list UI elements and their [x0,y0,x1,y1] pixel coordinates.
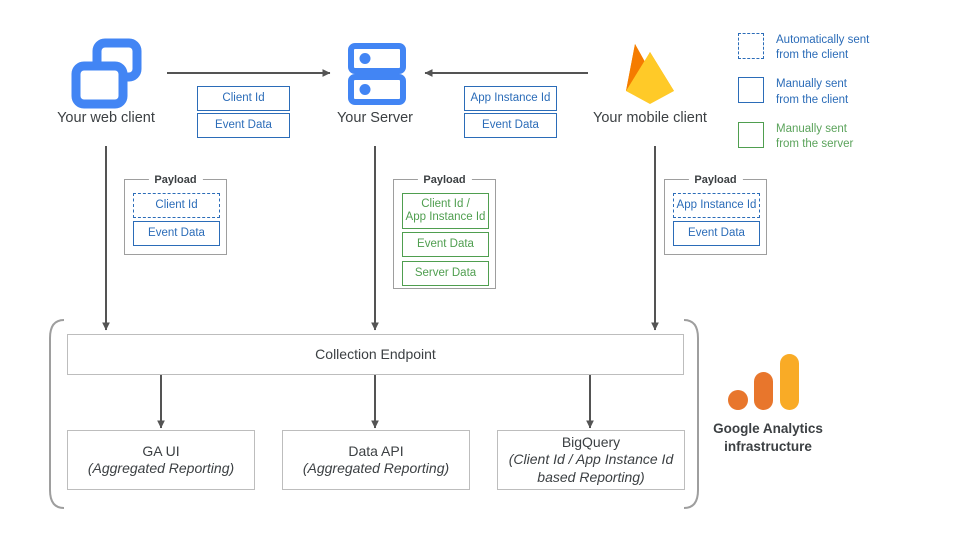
browser-windows-icon [71,38,142,109]
bracket-right [683,319,699,509]
payload-server-item-server-data: Server Data [402,261,489,286]
payload-mobile-item-event-data: Event Data [673,221,760,246]
output-ga-ui-subtitle: (Aggregated Reporting) [87,460,235,476]
payload-server-item-event-data: Event Data [402,232,489,257]
payload-web-item-client-id: Client Id [133,193,220,218]
source-mobile [619,38,681,108]
payload-web: Payload Client Id Event Data [124,174,227,255]
payload-mobile: Payload App Instance Id Event Data [664,174,767,255]
payload-server: Payload Client Id / App Instance Id Even… [393,174,496,289]
transfer-chip-app-instance-id: App Instance Id [464,86,557,111]
payload-web-item-event-data: Event Data [133,221,220,246]
transfer-chip-client-id: Client Id [197,86,290,111]
legend-label-auto-client: Automatically sent from the client [776,34,870,62]
server-rack-icon [348,43,406,105]
legend-label-manual-client: Manually sent from the client [776,78,849,106]
payload-server-legend: Payload [417,174,472,186]
output-ga-ui-title: GA UI [142,442,180,459]
legend-swatch-auto-client [738,33,764,59]
ga-infrastructure-caption: Google Analytics infrastructure [713,421,823,454]
output-bigquery[interactable]: BigQuery (Client Id / App Instance Id ba… [497,430,685,490]
source-web [70,38,144,110]
source-server-label: Your Server [336,110,414,126]
payload-mobile-legend: Payload [688,174,743,186]
legend-label-manual-server: Manually sent from the server [776,122,854,150]
payload-server-item-id: Client Id / App Instance Id [402,193,489,229]
transfer-chip-event-data-mobile: Event Data [464,113,557,138]
transfer-chip-event-data-web: Event Data [197,113,290,138]
output-data-api-title: Data API [348,442,404,459]
source-server [348,43,406,106]
bracket-left [49,319,65,509]
google-analytics-logo [728,354,799,410]
output-bigquery-title: BigQuery [561,433,621,450]
output-data-api-subtitle: (Aggregated Reporting) [302,460,450,476]
legend: Automatically sent from the client Manua… [738,33,869,152]
payload-web-legend: Payload [148,174,203,186]
firebase-flame-icon [626,44,674,104]
payload-server-item-id-text: Client Id / App Instance Id [405,198,486,223]
output-data-api[interactable]: Data API (Aggregated Reporting) [282,430,470,490]
payload-mobile-item-app-instance-id: App Instance Id [673,193,760,218]
output-bigquery-subtitle: (Client Id / App Instance Id based Repor… [508,451,674,485]
output-ga-ui[interactable]: GA UI (Aggregated Reporting) [67,430,255,490]
legend-swatch-manual-client [738,77,764,104]
collection-endpoint[interactable]: Collection Endpoint [67,334,684,375]
source-mobile-label: Your mobile client [593,110,707,126]
legend-swatch-manual-server [738,121,764,148]
source-web-label: Your web client [57,110,155,126]
ga-infrastructure: Google Analytics infrastructure [712,352,824,455]
